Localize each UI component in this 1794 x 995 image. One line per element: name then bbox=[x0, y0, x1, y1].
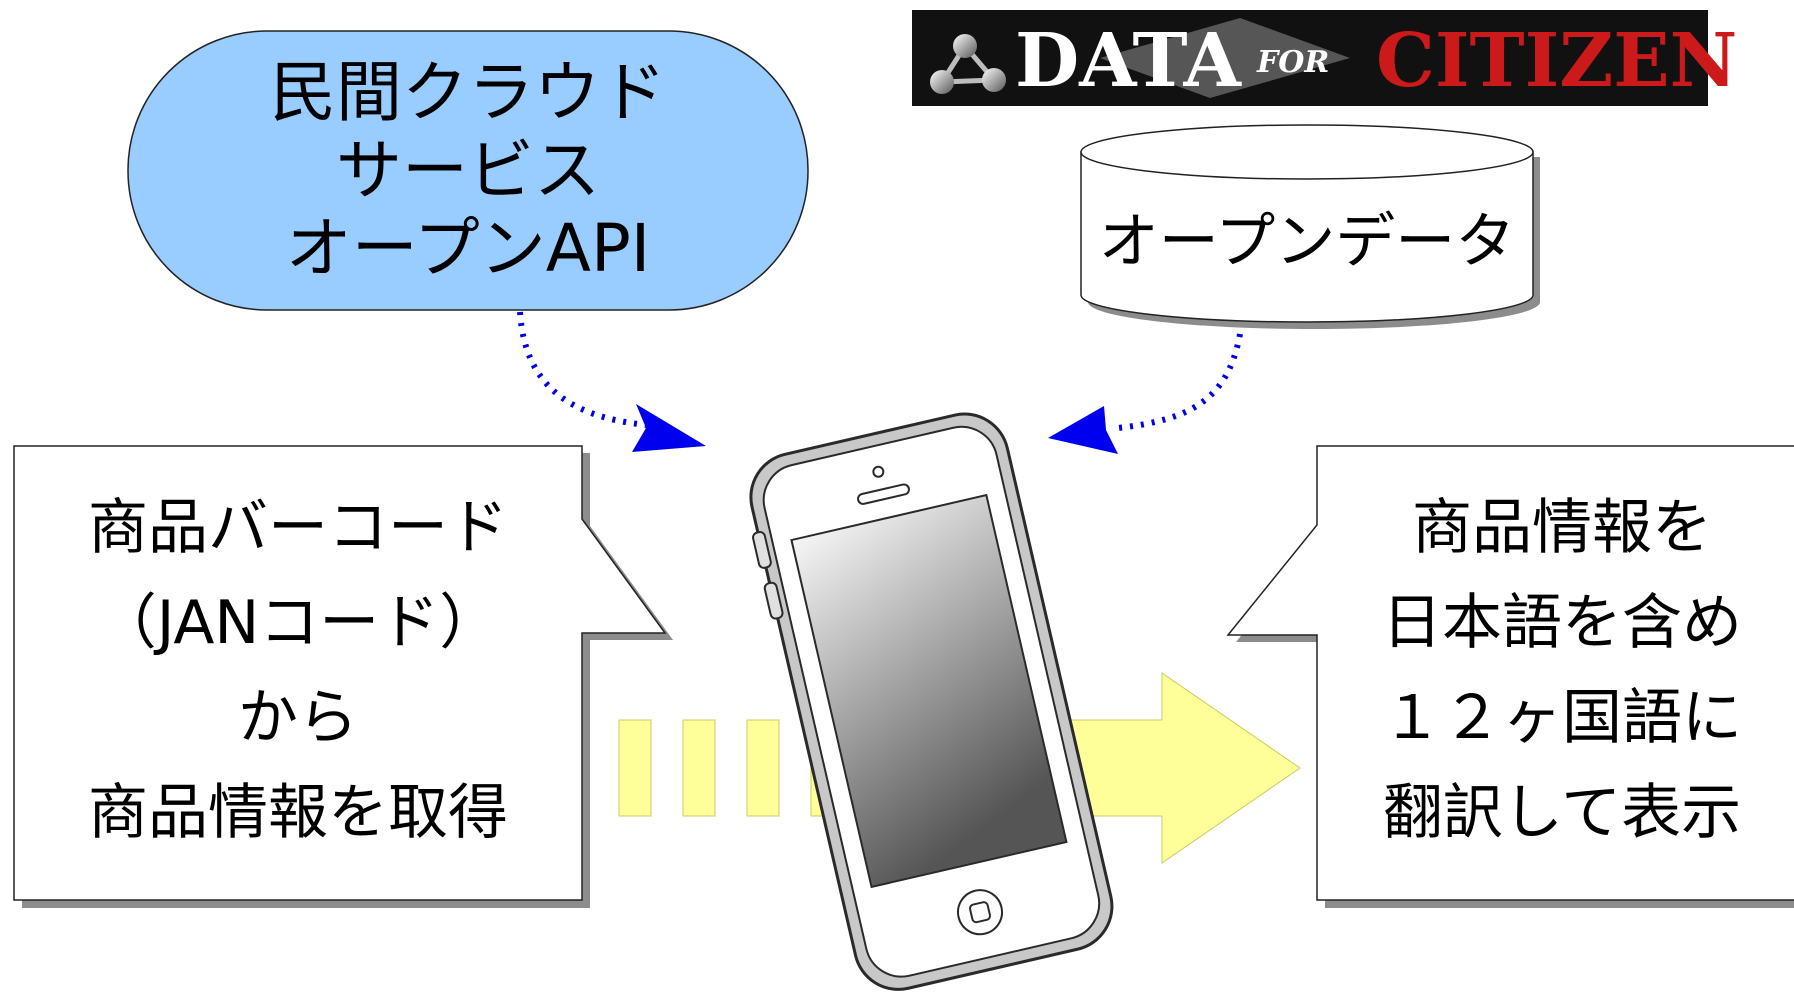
translation-callout-line-1: 商品情報を bbox=[1412, 493, 1712, 563]
barcode-callout-line-3: から bbox=[238, 683, 358, 753]
api-to-phone-arrow bbox=[517, 311, 706, 452]
phone-speaker bbox=[857, 483, 910, 505]
translation-callout-line-4: 翻訳して表示 bbox=[1383, 778, 1741, 848]
phone-camera-icon bbox=[872, 465, 885, 478]
flow-arrow-dash-2 bbox=[682, 719, 716, 817]
open-data-cylinder-body bbox=[1080, 151, 1534, 323]
phone-screen bbox=[790, 493, 1068, 889]
smartphone bbox=[749, 412, 1114, 991]
api-arrow-head bbox=[632, 404, 706, 452]
phone-home-button bbox=[957, 889, 1004, 936]
phone-side-button-1 bbox=[752, 531, 772, 569]
open-data-node: オープンデータ bbox=[1080, 124, 1540, 329]
molecule-icon bbox=[930, 34, 1006, 94]
cloud-service-line-2: サービス bbox=[336, 132, 600, 209]
flow-arrow-dash-3 bbox=[746, 719, 780, 817]
cloud-service-line-1: 民間クラウド bbox=[270, 54, 666, 131]
translation-callout-line-2: 日本語を含め bbox=[1382, 588, 1742, 658]
translation-callout-line-3: １２ヶ国語に bbox=[1382, 683, 1742, 753]
translation-callout-box bbox=[1226, 445, 1794, 901]
logo-word-citizen: CITIZEN bbox=[1376, 18, 1737, 104]
logo-diamond bbox=[1100, 18, 1350, 98]
opendata-arrow-line bbox=[1117, 333, 1243, 431]
opendata-to-phone-arrow bbox=[1048, 333, 1243, 454]
logo-word-for: FOR bbox=[1256, 45, 1329, 80]
flow-arrow-dash-1 bbox=[618, 719, 652, 817]
logo-word-data: DATA bbox=[1015, 18, 1243, 104]
data-for-citizen-logo: DATA FOR CITIZEN bbox=[912, 10, 1737, 106]
open-data-cylinder-top bbox=[1080, 124, 1534, 180]
cloud-service-shape bbox=[127, 30, 809, 311]
api-arrow-line bbox=[517, 311, 659, 429]
barcode-callout-line-1: 商品バーコード bbox=[88, 493, 508, 563]
barcode-callout: 商品バーコード （JANコード） から 商品情報を取得 bbox=[13, 445, 673, 908]
translation-callout: 商品情報を 日本語を含め １２ヶ国語に 翻訳して表示 bbox=[1226, 445, 1794, 908]
barcode-callout-box bbox=[13, 445, 667, 901]
cloud-service-node: 民間クラウド サービス オープンAPI bbox=[127, 30, 809, 311]
barcode-callout-line-2: （JANコード） bbox=[97, 588, 500, 658]
cloud-service-line-3: オープンAPI bbox=[286, 210, 650, 287]
home-button-square-icon bbox=[969, 901, 992, 924]
opendata-arrow-head bbox=[1048, 406, 1118, 454]
open-data-label: オープンデータ bbox=[1099, 207, 1515, 277]
phone-side-button-2 bbox=[763, 581, 784, 620]
barcode-callout-line-4: 商品情報を取得 bbox=[88, 778, 508, 848]
